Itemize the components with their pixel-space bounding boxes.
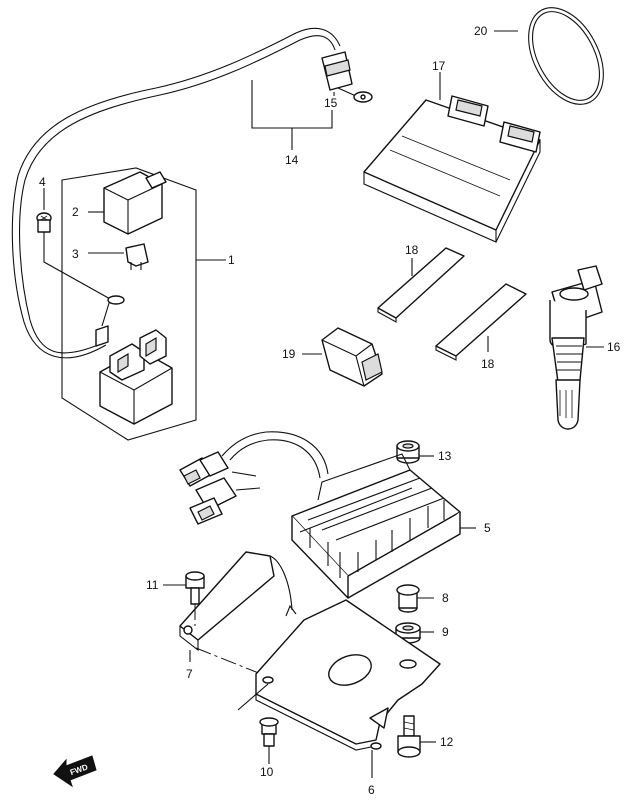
callout-1: 1: [228, 253, 235, 267]
plate-6: [255, 599, 441, 751]
callout-4: 4: [39, 175, 46, 189]
callout-2: 2: [72, 205, 79, 219]
pad-18-lower: [435, 283, 527, 361]
grommet-9: [395, 622, 421, 644]
leader-6a: [237, 683, 269, 711]
callout-10: 10: [260, 765, 274, 779]
callout-16: 16: [607, 340, 621, 354]
callout-11: 11: [146, 578, 159, 592]
fuse-clip: [125, 243, 149, 270]
o-ring: [528, 7, 604, 105]
callout-19: 19: [282, 347, 296, 361]
cable-terminal: [321, 51, 373, 103]
starter-relay-body: [95, 295, 173, 425]
callout-18-upper: 18: [405, 243, 419, 257]
bolt-12: [397, 715, 421, 758]
regulator-harness: [179, 431, 329, 525]
regulator-rectifier: [291, 453, 461, 599]
connector-19: [321, 327, 383, 387]
callout-18-lower: 18: [481, 357, 495, 371]
callout-13: 13: [438, 449, 452, 463]
relay-assembly-outline: [61, 167, 197, 441]
callout-17: 17: [432, 59, 446, 73]
collar-8: [396, 584, 420, 613]
callout-8: 8: [442, 591, 449, 605]
leader-14-bracket: [251, 80, 333, 129]
callout-9: 9: [442, 625, 449, 639]
callout-6: 6: [368, 783, 375, 797]
bolt-11: [185, 571, 205, 626]
callout-12: 12: [440, 735, 454, 749]
callout-7: 7: [186, 667, 193, 681]
ecu: [363, 95, 541, 243]
callout-3: 3: [72, 247, 79, 261]
callout-5: 5: [484, 521, 491, 535]
relay-cover: [103, 171, 167, 235]
screw-4: [36, 212, 113, 301]
callout-20: 20: [474, 24, 488, 38]
ignition-coil: [549, 265, 603, 430]
bolt-10: [259, 717, 279, 747]
callout-14: 14: [285, 153, 299, 167]
battery-cable: [11, 27, 341, 359]
pad-18-upper: [377, 247, 465, 323]
bracket-7: [179, 551, 297, 652]
nut-13: [396, 440, 420, 464]
fwd-arrow-icon: [53, 755, 97, 788]
callout-15: 15: [324, 96, 338, 110]
dash-7: [195, 647, 267, 677]
